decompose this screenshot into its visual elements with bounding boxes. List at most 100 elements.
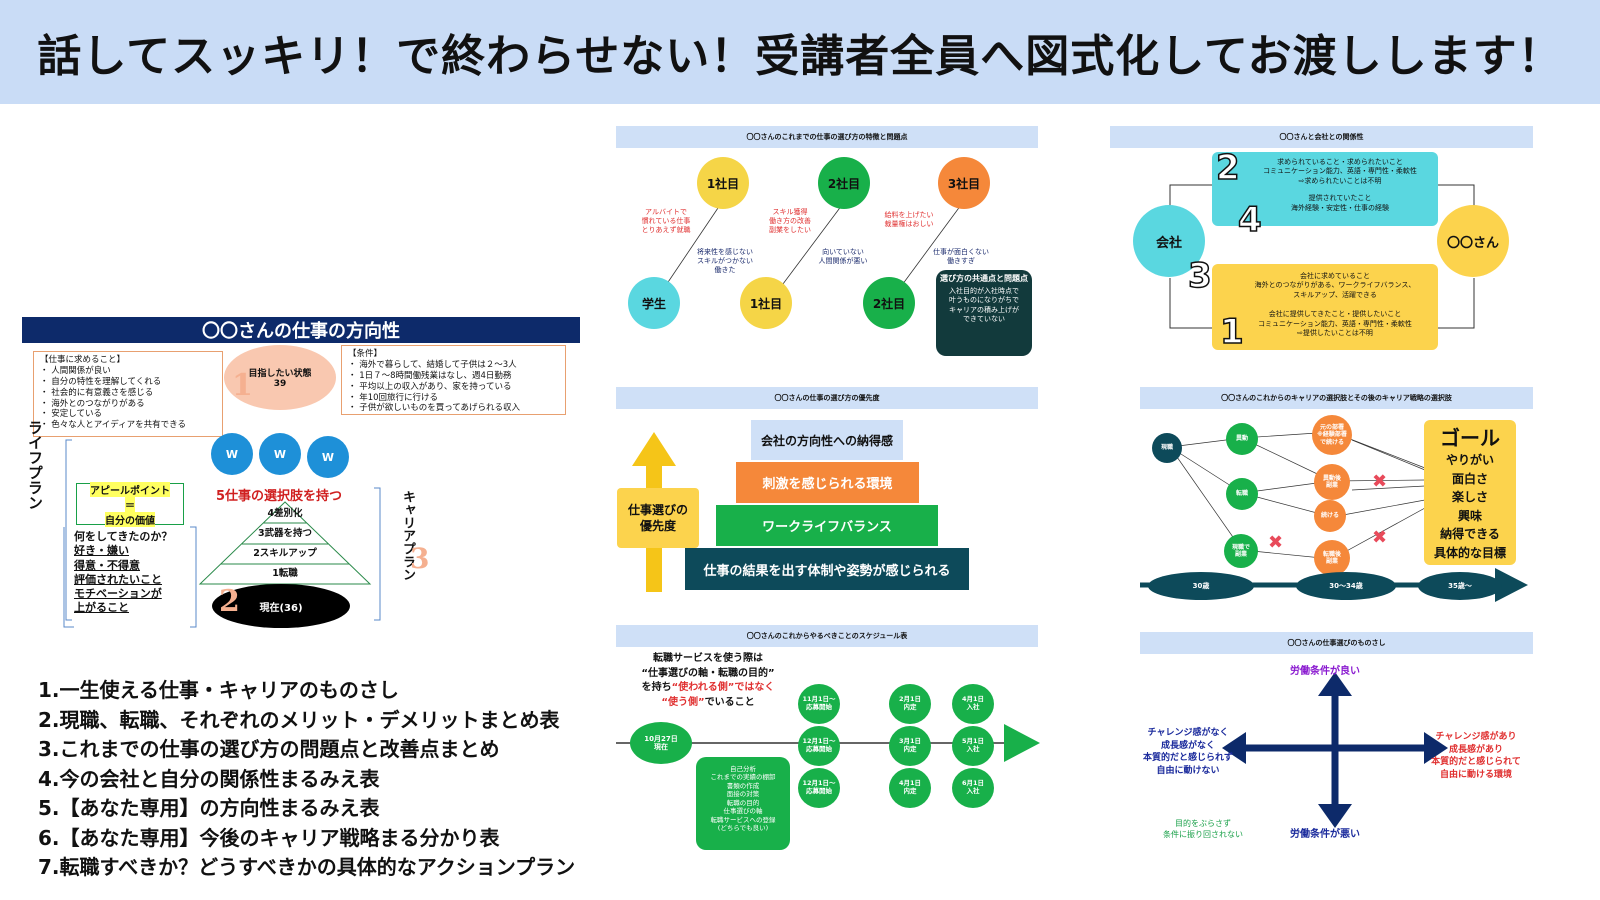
schedule-milestone: 3月1日 内定: [889, 726, 931, 766]
goal-item: 納得できる: [1440, 527, 1500, 542]
panel1-summary-title: 選び方の共通点と問題点: [940, 274, 1028, 283]
schedule-milestone: 4月1日 内定: [889, 768, 931, 808]
schedule-note-line4b: でいること: [704, 696, 755, 708]
goal-age: 39: [273, 379, 287, 389]
panel1-title-text: 〇〇さんのこれまでの仕事の選び方の特徴と問題点: [746, 133, 908, 141]
career-number: 3: [410, 542, 430, 575]
conditions-list: ・ 海外で暮らして、結婚して子供は２〜3人・ 1日７〜8時間働残業はなし、週4日…: [348, 360, 559, 414]
pyramid-level-label: 1転職: [272, 568, 298, 579]
panel6-title: 〇〇さんの仕事選びのものさし: [1140, 632, 1533, 654]
schedule-milestone: 5月1日 入社: [952, 726, 994, 766]
panel2-title: 〇〇さんと会社との関係性: [1110, 126, 1533, 148]
priority-level-3-label: ワークライフバランス: [762, 520, 892, 535]
schedule-note-line3a: を持ち: [641, 682, 672, 693]
priority-level-3: ワークライフバランス: [716, 505, 938, 546]
axis-bottom-label: 労働条件が悪い: [1290, 829, 1360, 840]
wants-item: ・ 海外とのつながりがある: [40, 398, 145, 409]
company-label: 会社: [1155, 235, 1182, 251]
panel2-cyan-text: 求められていること・求められたいことコミュニケーション能力、英語・専門性・柔軟性…: [1250, 158, 1430, 213]
wants-list: ・ 人間関係が良い・ 自分の特性を理解してくれる・ 社会的に有意義さを感じる・ …: [40, 366, 216, 431]
career-option-node: 異動後 副業: [1314, 464, 1350, 500]
panel3-title: 〇〇さんの仕事の選び方の優先度: [616, 387, 1038, 409]
panel4-title: 〇〇さんのこれからのキャリアの選択肢とその後のキャリア戦略の選択肢: [1140, 387, 1533, 409]
deliverable-item: 5.【あなた専用】の方向性まるみえ表: [38, 796, 380, 820]
appeal-title: アピールポイント: [90, 481, 170, 497]
axis-note: 目的をぶらさず 条件に振り回されない: [1163, 819, 1243, 840]
company-circle-top: 3社目: [938, 157, 990, 209]
company-circle: 会社: [1133, 205, 1205, 277]
conditions-header: 【条件】: [348, 349, 383, 359]
company-circle-top: 1社目: [697, 157, 749, 209]
life-plan-label: ライフプラン: [26, 420, 44, 510]
schedule-milestone: 12月1日〜 応募開始: [798, 768, 840, 808]
company-circle-bottom: 2社目: [863, 277, 915, 329]
wants-item: ・ 人間関係が良い: [40, 365, 111, 376]
cross-icon: ✖: [1372, 527, 1388, 548]
panel2-cyan-line: 求められていること・求められたいこと: [1277, 158, 1403, 166]
goal-item: 楽しさ: [1451, 490, 1488, 505]
history-item: 得意・不得意: [74, 558, 140, 572]
goal-box: ゴール やりがい面白さ楽しさ興味納得できる具体的な目標: [1424, 420, 1516, 565]
panel2-yellow-line: 海外とのつながりがある、ワークライフバランス、: [1254, 281, 1416, 290]
schedule-milestone: 2月1日 内定: [889, 684, 931, 724]
panel6-title-text: 〇〇さんの仕事選びのものさし: [1287, 639, 1386, 647]
wants-item: ・ 色々な人とアイディアを共有できる: [40, 420, 187, 431]
reason-to-leave: 向いていない 人間関係が悪い: [818, 248, 868, 265]
deliverable-item: 2.現職、転職、それぞれのメリット・デメリットまとめ表: [38, 707, 560, 732]
goal-ellipse: 目指したい状態 39: [224, 345, 336, 410]
person-label: 〇〇さん: [1446, 235, 1499, 251]
wants-item: ・ 社会的に有意義さを感じる: [40, 387, 154, 398]
axis-cross: [1222, 672, 1448, 828]
condition-item: ・ 1日７〜8時間働残業はなし、週4日勤務: [348, 370, 512, 381]
deliverable-item: 1.一生使える仕事・キャリアのものさし: [38, 678, 399, 702]
history-frame: [63, 526, 197, 628]
panel2-yellow-box: [1212, 264, 1438, 350]
company-circle-top: 2社目: [818, 157, 870, 209]
w-circle-2: W: [259, 433, 301, 475]
schedule-start: 10月27日 現在: [630, 722, 692, 764]
current-ellipse: 現在(36): [212, 584, 350, 628]
appeal-box: アピールポイント ＝ 自分の価値: [76, 481, 184, 527]
schedule-note-line4a: “使う側”: [661, 696, 705, 708]
goal-label: 目指したい状態: [248, 369, 312, 379]
priority-level-2: 刺激を感じられる環境: [736, 462, 919, 503]
schedule-milestone: 4月1日 入社: [952, 684, 994, 724]
priority-level-4: 仕事の結果を出す体制や姿勢が感じられる: [685, 548, 969, 590]
pyramid-level-label: 3武器を持つ: [257, 528, 313, 539]
axis-left-label: チャレンジ感がなく 成長感がなく 本質的だと感じられず 自由に動けない: [1142, 728, 1233, 776]
priority-level-2-label: 刺激を感じられる環境: [762, 477, 893, 492]
deliverables-list: 1.一生使える仕事・キャリアのものさし 2.現職、転職、それぞれのメリット・デメリ…: [38, 676, 575, 883]
person-circle: 〇〇さん: [1437, 205, 1509, 277]
w-label: W: [321, 450, 335, 464]
conditions-box: 【条件】 ・ 海外で暮らして、結婚して子供は２〜3人・ 1日７〜8時間働残業はな…: [341, 345, 566, 415]
schedule-note-line1: 転職サービスを使う際は: [653, 653, 763, 664]
goal-number: 1: [232, 368, 253, 403]
relation-number: 2: [1215, 147, 1240, 189]
direction-title-bar: 〇〇さんの仕事の方向性: [22, 317, 580, 343]
priority-label: 仕事選びの 優先度: [617, 488, 699, 548]
condition-item: ・ 海外で暮らして、結婚して子供は２〜3人: [348, 359, 517, 370]
history-item: モチベーションが: [74, 587, 162, 601]
panel5-title: 〇〇さんのこれからやるべきことのスケジュール表: [616, 625, 1038, 647]
current-number: 2: [219, 584, 240, 619]
history-item: 上がること: [74, 601, 129, 615]
deliverable-item: 6.【あなた専用】今後のキャリア戦略まる分かり表: [38, 825, 500, 850]
priority-level-1-label: 会社の方向性への納得感: [760, 433, 893, 448]
panel2-cyan-line: 提供されていたこと: [1308, 194, 1372, 203]
history-item: 好き・嫌い: [74, 544, 129, 558]
w-label: W: [273, 447, 287, 461]
priority-level-1: 会社の方向性への納得感: [751, 420, 903, 460]
current-label: 現在(36): [259, 602, 303, 614]
panel3-title-text: 〇〇さんの仕事の選び方の優先度: [774, 394, 880, 402]
panel1-summary-box: 選び方の共通点と問題点 入社目的が入社時点で 叶うものになりがちで キャリアの積…: [936, 270, 1032, 356]
history-item: 評価されたいこと: [74, 572, 162, 586]
panel2-yellow-line: 会社に提供してきたこと・提供したいこと: [1268, 310, 1402, 319]
w-circle-3: W: [307, 436, 349, 478]
company-circle-bottom: 1社目: [740, 277, 792, 329]
panel1-summary-body: 入社目的が入社時点で 叶うものになりがちで キャリアの積み上げが できていない: [949, 287, 1019, 323]
appeal-value: 自分の価値: [105, 511, 155, 527]
panel2-yellow-text: 会社に求めていること海外とのつながりがある、ワークライフバランス、スキルアップ、…: [1240, 272, 1430, 339]
w-circle-1: W: [211, 433, 253, 475]
career-option-node: 転職後 副業: [1314, 540, 1350, 576]
condition-item: ・ 子供が欲しいものを買ってあげられる収入: [348, 403, 521, 414]
